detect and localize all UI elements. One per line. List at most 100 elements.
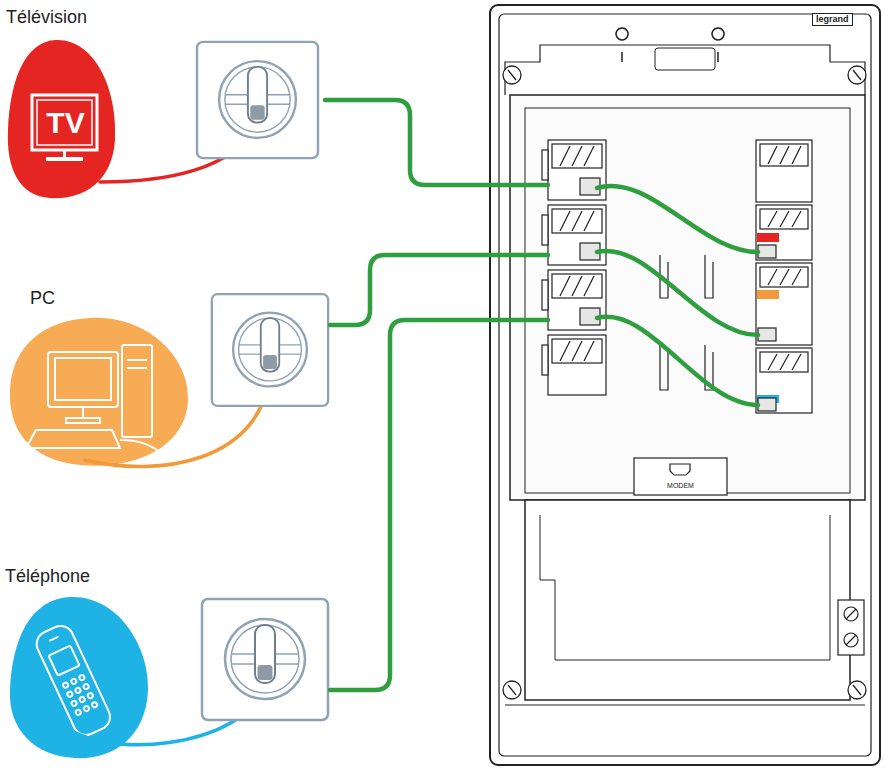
- input-module: [552, 339, 602, 363]
- panel-housing: [846, 609, 856, 619]
- screw: [848, 681, 866, 699]
- phone-blob: [49, 637, 58, 641]
- phone-blob: [62, 682, 69, 689]
- device-icon: Téléphone: [8, 595, 150, 760]
- input-module: [552, 144, 602, 168]
- panel-housing: [525, 108, 850, 493]
- output-module: [758, 328, 776, 341]
- device-label: Télévision: [6, 7, 87, 29]
- phone-blob: [87, 692, 94, 699]
- input-module: [552, 274, 602, 298]
- phone-blob: [71, 700, 78, 707]
- tv-icon-text: TV: [38, 101, 93, 144]
- green-cable: [330, 320, 548, 690]
- tv-blob: [8, 40, 115, 198]
- output-module: [756, 205, 812, 260]
- input-module: [548, 270, 606, 330]
- modem-socket: [670, 464, 690, 475]
- panel-housing: [540, 515, 830, 660]
- green-cable: [330, 255, 548, 325]
- green-cable: [597, 186, 758, 252]
- screw: [848, 66, 866, 84]
- screw: [508, 70, 516, 80]
- panel-housing: [838, 600, 864, 655]
- phone-blob: [79, 696, 86, 703]
- panel-housing: [490, 5, 880, 765]
- wall-socket: [197, 42, 328, 720]
- phone-blob: [32, 622, 114, 740]
- tv-blob: [37, 100, 92, 145]
- wall-socket: [212, 294, 328, 406]
- panel-housing: [844, 607, 858, 621]
- panel-housing: [655, 48, 715, 70]
- pc-blob: [158, 450, 172, 460]
- input-module: [548, 205, 606, 265]
- pc-blob: [66, 418, 100, 423]
- phone-blob: [66, 691, 73, 698]
- device-label: PC: [30, 288, 55, 310]
- panel-housing: [510, 95, 865, 500]
- pc-blob: [120, 440, 160, 452]
- phone-blob: [32, 622, 114, 740]
- tv-blob: [46, 157, 83, 161]
- phone-blob: [75, 709, 82, 716]
- output-module: [756, 348, 812, 413]
- input-module: [542, 335, 606, 395]
- green-cable: [325, 100, 548, 185]
- pc-blob: [127, 359, 147, 361]
- modem-box: MODEM: [634, 458, 727, 495]
- pc-blob: [127, 367, 147, 369]
- input-module: [542, 140, 606, 395]
- output-module: [756, 140, 812, 202]
- panel-housing: [490, 5, 880, 765]
- phone-blob: [79, 674, 86, 681]
- modem-socket: [634, 458, 727, 495]
- device-icon: TélévisionTV: [8, 38, 115, 200]
- screw: [508, 685, 516, 695]
- tv-blob: [8, 40, 115, 198]
- output-module: [760, 352, 808, 372]
- panel-housing: [505, 45, 865, 95]
- pc-blob: [55, 358, 111, 400]
- green-cable: [325, 100, 758, 690]
- modem-label: MODEM: [634, 482, 727, 490]
- wall-socket: [202, 599, 328, 720]
- panel-housing: [844, 633, 858, 647]
- panel-housing: [505, 704, 865, 705]
- phone-blob: [91, 701, 98, 708]
- input-module: [542, 140, 606, 200]
- panel-housing: [846, 635, 856, 645]
- pc-blob: [82, 407, 84, 418]
- pc-blob: [10, 318, 188, 466]
- screw: [503, 66, 521, 84]
- modem-socket: [634, 458, 727, 495]
- output-module: [760, 209, 808, 229]
- green-cable: [597, 317, 758, 405]
- cable-guide: [660, 255, 713, 390]
- input-module: [542, 270, 606, 330]
- green-cable: [597, 251, 758, 335]
- input-module: [548, 335, 606, 395]
- input-module: [542, 345, 548, 375]
- pc-blob: [26, 345, 172, 460]
- output-module: [756, 348, 812, 413]
- panel-housing: [525, 500, 850, 700]
- phone-blob: [83, 705, 90, 712]
- input-module: [560, 341, 594, 361]
- input-module: [552, 209, 602, 233]
- panel-housing: [616, 28, 628, 62]
- output-module: [760, 267, 808, 287]
- pc-blob: [122, 345, 152, 437]
- input-module: [542, 150, 548, 180]
- input-module: [560, 146, 594, 166]
- output-module: [768, 146, 801, 164]
- pc-blob: [10, 318, 188, 466]
- screw: [503, 66, 866, 699]
- panel-housing: [712, 28, 724, 62]
- tv-blob: [32, 95, 97, 150]
- brand-logo: legrand: [812, 13, 853, 26]
- output-module: [757, 233, 779, 242]
- output-module: [760, 144, 808, 166]
